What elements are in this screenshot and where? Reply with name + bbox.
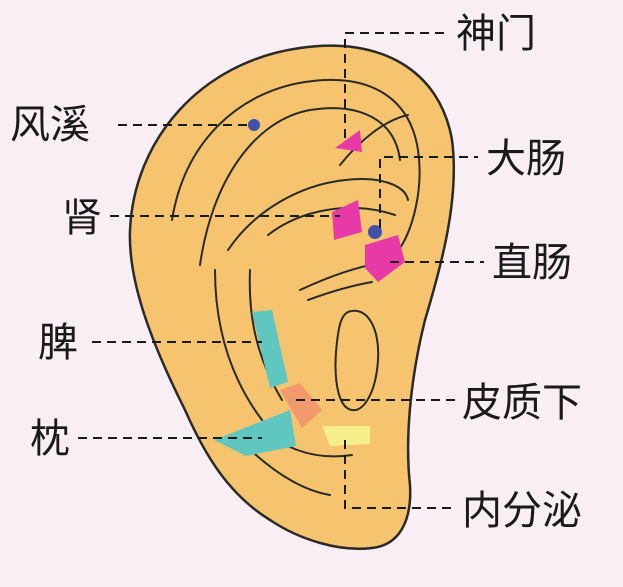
label-zhichang: 直肠 <box>492 240 572 286</box>
label-pizhixia: 皮质下 <box>462 380 582 426</box>
label-shen: 肾 <box>62 195 102 241</box>
label-pi: 脾 <box>38 320 78 366</box>
label-dachang: 大肠 <box>486 136 566 182</box>
ear-outline <box>130 46 454 549</box>
fengxi-point <box>248 119 260 131</box>
label-zhen: 枕 <box>30 416 70 462</box>
label-neifenmi: 内分泌 <box>462 488 582 534</box>
label-fengxi: 风溪 <box>10 102 90 148</box>
label-shenmen: 神门 <box>456 11 536 57</box>
